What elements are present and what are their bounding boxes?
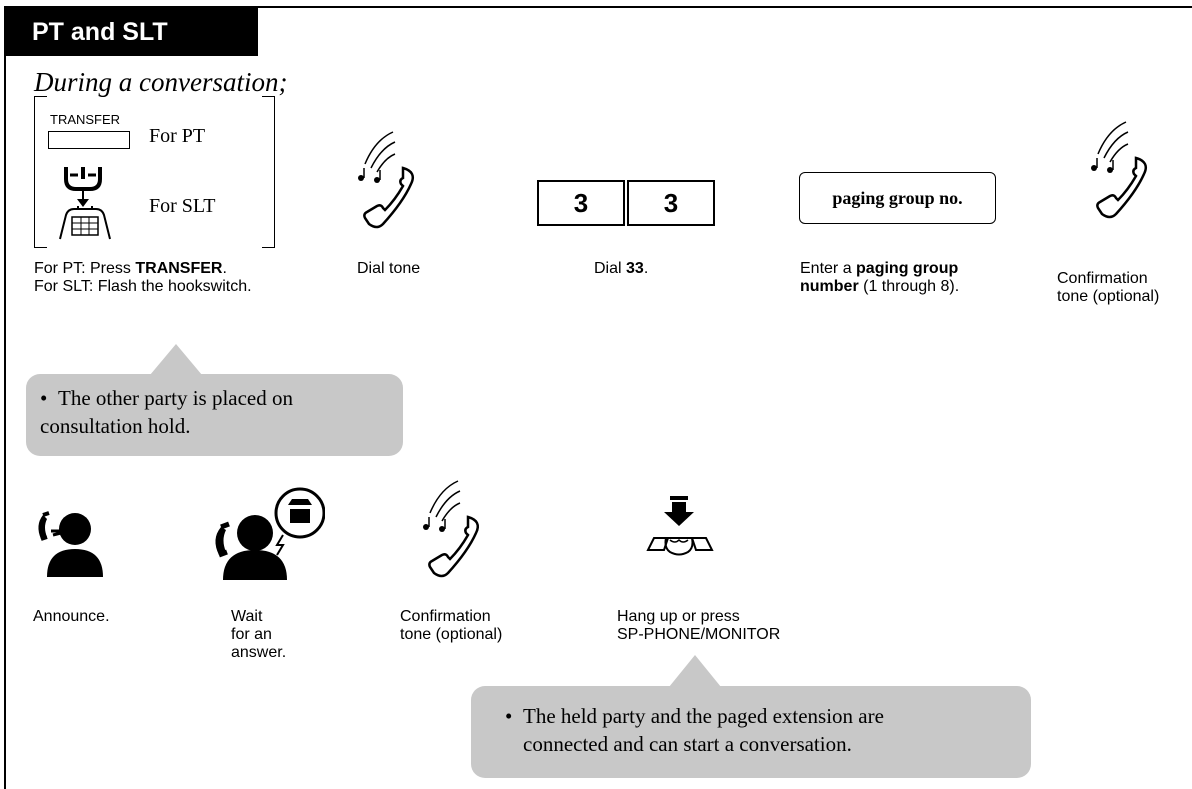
- step1-caption: For PT: Press TRANSFER. For SLT: Flash t…: [34, 260, 252, 295]
- hang-up-icon: [646, 496, 714, 556]
- bracket-left: [34, 96, 47, 248]
- paging-group-box: paging group no.: [799, 172, 996, 224]
- bubble-pointer: [150, 344, 202, 375]
- handset-tone-icon: [358, 131, 414, 229]
- speaking-person-icon: [38, 511, 103, 577]
- handset-tone-icon: [1091, 121, 1147, 219]
- hookswitch-icon: [59, 167, 111, 240]
- for-pt-label: For PT: [149, 125, 206, 147]
- bracket-right: [262, 96, 275, 248]
- handset-tone-icon: [423, 480, 479, 578]
- digit-box-1: 3: [537, 180, 625, 226]
- step2-caption: Dial tone: [357, 260, 421, 277]
- step4-caption: Enter a paging group number (1 through 8…: [800, 260, 960, 295]
- note-connected: •The held party and the paged extension …: [471, 686, 1031, 778]
- bubble-pointer: [669, 655, 721, 687]
- transfer-key-label: TRANSFER: [50, 112, 121, 127]
- step3-caption: Dial 33.: [594, 260, 649, 277]
- section-title: PT and SLT: [6, 8, 258, 56]
- announce-caption: Announce.: [33, 608, 110, 625]
- subtitle: During a conversation;: [34, 67, 288, 97]
- waiting-person-icon: [215, 487, 325, 580]
- note-consultation-hold: •The other party is placed on consultati…: [26, 374, 403, 456]
- digit-box-2: 3: [627, 180, 715, 226]
- page-frame: [4, 6, 1192, 789]
- for-slt-label: For SLT: [149, 195, 216, 217]
- transfer-key-icon: [48, 131, 130, 149]
